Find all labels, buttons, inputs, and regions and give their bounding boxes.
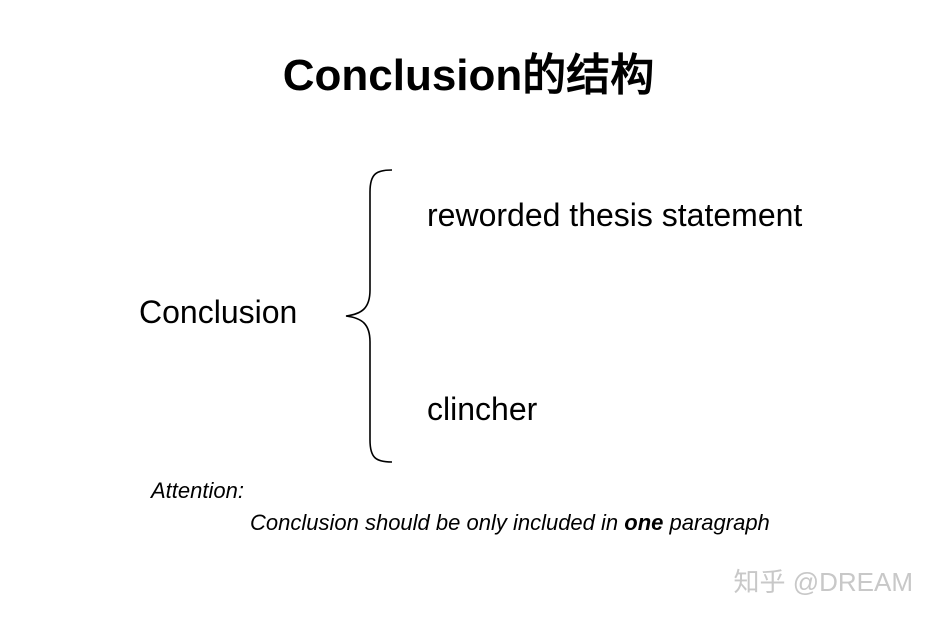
diagram-branch-clincher: clincher [427,391,538,427]
diagram-branch-reworded-thesis: reworded thesis statement [427,197,803,233]
curly-brace [345,169,393,463]
diagram-root-label: Conclusion [139,294,298,330]
watermark: 知乎 @DREAM [733,567,913,597]
attention-note: Conclusion should be only included in on… [250,510,770,536]
attention-label: Attention: [151,478,244,503]
note-text-before: Conclusion should be only included in [250,510,625,535]
note-emphasis: one [624,510,664,535]
note-text-after: paragraph [663,510,770,535]
page-title: Conclusion的结构 [282,51,655,100]
